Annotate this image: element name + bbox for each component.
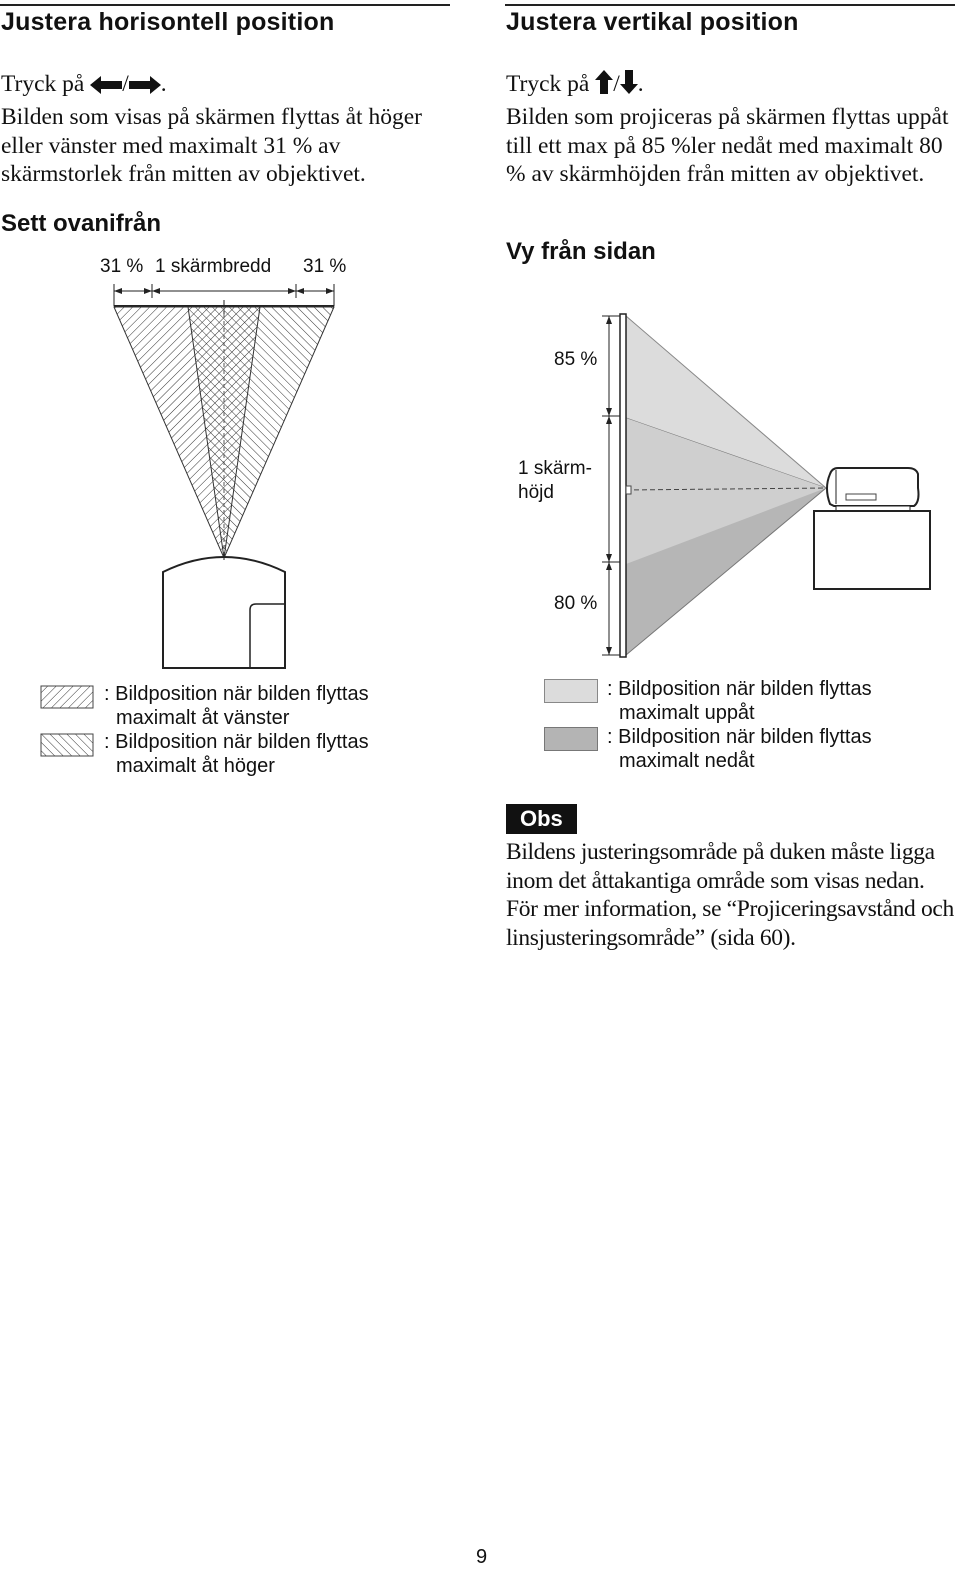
left-press-line: Tryck på /.: [1, 70, 167, 102]
top-view-diagram: [113, 284, 335, 669]
page-number: 9: [476, 1546, 488, 1568]
left-diagram-title: Sett ovanifrån: [1, 210, 162, 237]
arrow-up-icon: [595, 70, 614, 102]
legend-right-item-1: : Bildposition när bilden flyttas maxima…: [607, 677, 872, 725]
legend-up-swatch: [544, 679, 598, 703]
right-press-suffix: .: [637, 71, 644, 97]
label-pct-right: 31 %: [303, 256, 347, 277]
legend-left-2-line1: : Bildposition när bilden flyttas: [104, 731, 369, 753]
label-screen-height: 1 skärm- höjd: [518, 457, 592, 505]
arrow-left-icon: [90, 73, 123, 102]
legend-left-1-line2: maximalt åt vänster: [116, 707, 290, 729]
note-text: Bildens justeringsområde på duken måste …: [506, 839, 954, 951]
legend-right-1-line1: : Bildposition när bilden flyttas: [607, 678, 872, 700]
right-press-line: Tryck på /.: [506, 70, 644, 102]
legend-right-item-2: : Bildposition när bilden flyttas maxima…: [607, 725, 872, 773]
right-body: Bilden som projiceras på skärmen flyttas…: [506, 104, 949, 187]
legend-hatch-right-swatch: [40, 733, 94, 757]
label-screen-height-line1: 1 skärm-: [518, 458, 592, 479]
legend-left-1-line1: : Bildposition när bilden flyttas: [104, 683, 369, 705]
left-press-prefix: Tryck på: [1, 71, 91, 97]
legend-down-swatch: [544, 727, 598, 751]
right-heading: Justera vertikal position: [506, 8, 799, 36]
label-screen-width: 1 skärmbredd: [155, 256, 272, 277]
right-diagram-title: Vy från sidan: [506, 238, 656, 265]
arrow-down-icon: [619, 70, 638, 102]
left-heading: Justera horisontell position: [1, 8, 335, 36]
note-badge: Obs: [506, 804, 577, 834]
right-press-separator: /: [613, 71, 620, 97]
label-pct-left: 31 %: [100, 256, 144, 277]
right-top-rule: [505, 4, 955, 6]
label-pct-top: 85 %: [554, 349, 598, 370]
left-body: Bilden som visas på skärmen flyttas åt h…: [1, 104, 422, 187]
legend-right-2-line2: maximalt nedåt: [619, 750, 755, 772]
legend-hatch-left-swatch: [40, 685, 94, 709]
arrow-right-icon: [128, 73, 161, 102]
legend-left-2-line2: maximalt åt höger: [116, 755, 275, 777]
label-screen-height-line2: höjd: [518, 482, 554, 503]
legend-left-item-1: : Bildposition när bilden flyttas maxima…: [104, 682, 369, 730]
legend-right-1-line2: maximalt uppåt: [619, 702, 755, 724]
left-top-rule: [0, 4, 450, 6]
left-press-separator: /: [122, 71, 129, 97]
label-pct-bottom: 80 %: [554, 593, 598, 614]
legend-left-item-2: : Bildposition när bilden flyttas maxima…: [104, 730, 369, 778]
left-press-suffix: .: [160, 71, 167, 97]
side-view-diagram: [602, 313, 931, 658]
legend-right-2-line1: : Bildposition när bilden flyttas: [607, 726, 872, 748]
right-press-prefix: Tryck på: [506, 71, 596, 97]
